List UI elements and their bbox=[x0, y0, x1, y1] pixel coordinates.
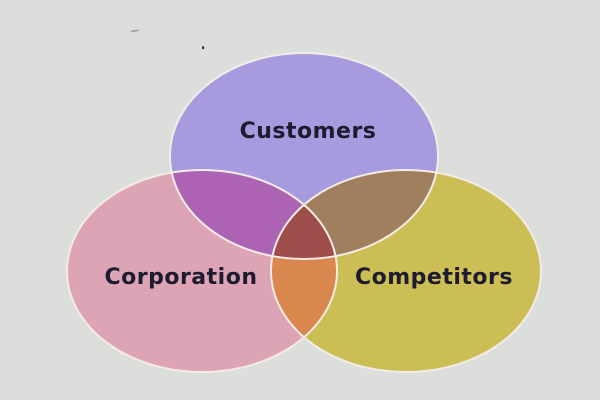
customers-label: Customers bbox=[240, 119, 377, 144]
background-speck-dash bbox=[131, 29, 139, 33]
competitors-label: Competitors bbox=[355, 265, 513, 290]
customers-circle-outline bbox=[169, 52, 439, 260]
overlap-customers-competitors bbox=[271, 170, 438, 259]
corporation-label: Corporation bbox=[104, 265, 257, 290]
corporation-circle-outline bbox=[66, 169, 338, 373]
background-speck-dot bbox=[202, 46, 205, 50]
competitors-circle-outline bbox=[270, 169, 542, 373]
overlap-customers-corporation bbox=[170, 170, 337, 259]
